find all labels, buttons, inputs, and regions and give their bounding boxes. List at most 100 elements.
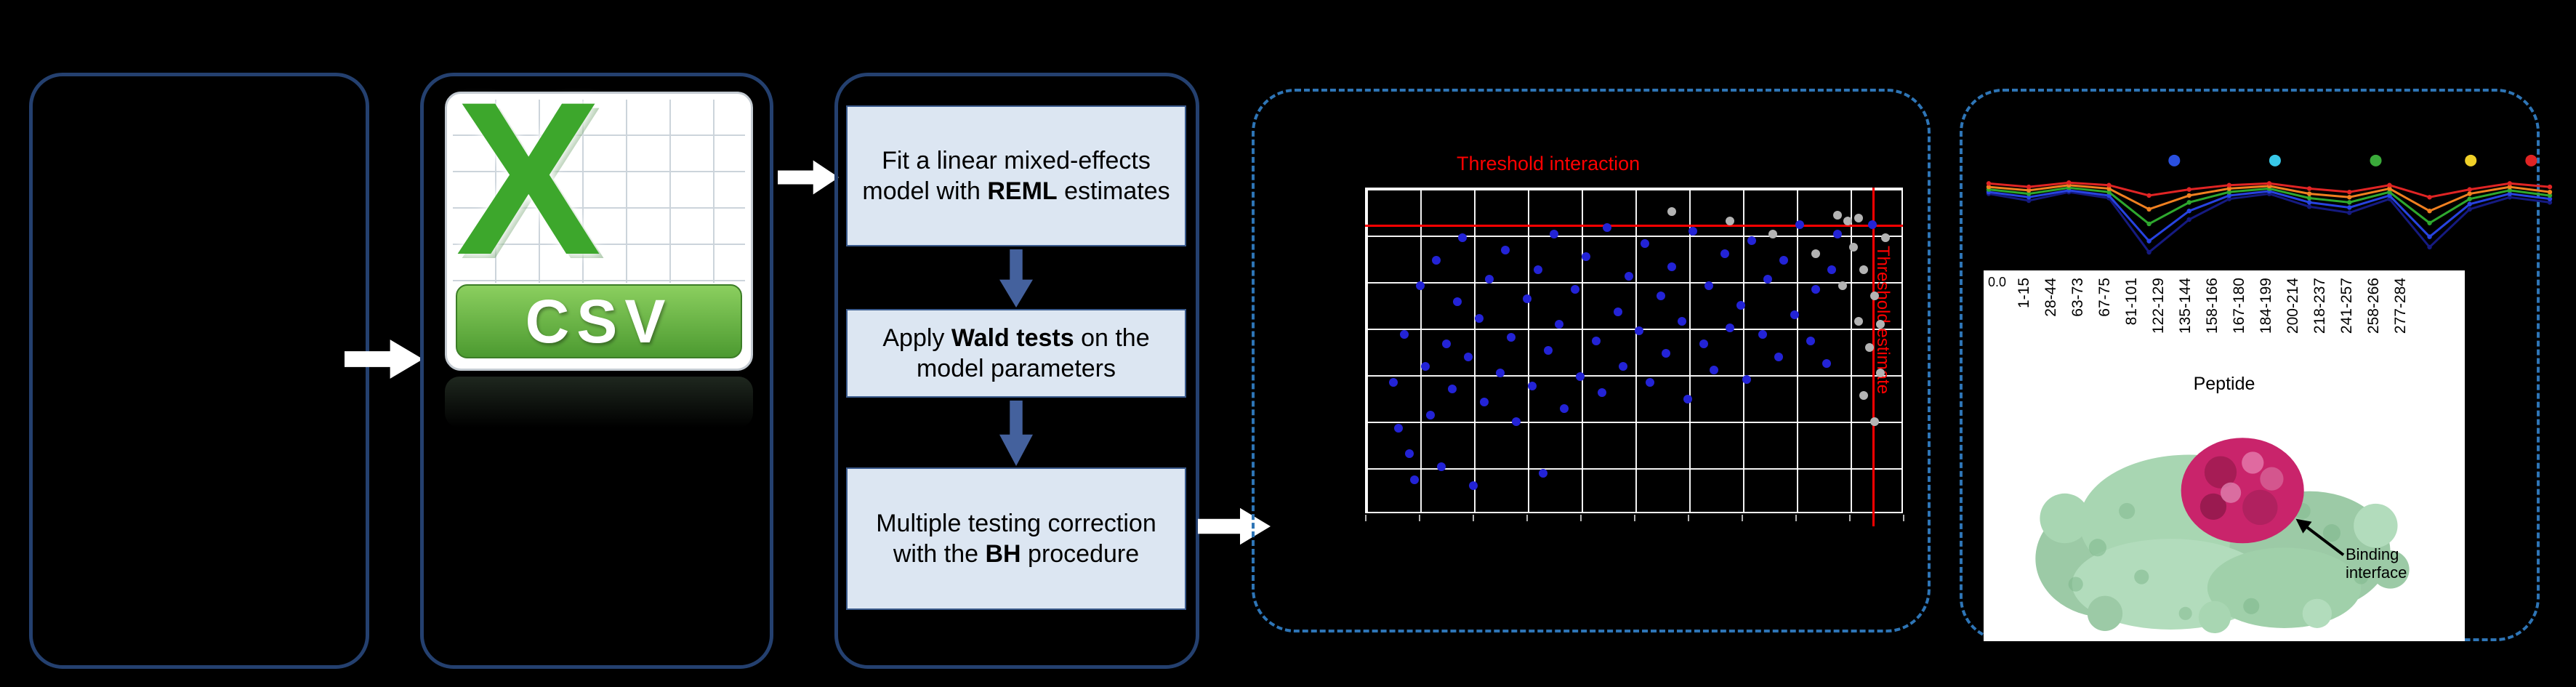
scatter-point-interaction-estimates-blue — [1479, 398, 1489, 407]
scatter-point-interaction-estimates-blue — [1453, 297, 1462, 307]
scatter-point-interaction-estimates-blue — [1704, 281, 1714, 291]
uptake-point — [2547, 193, 2553, 198]
scatter-point-non-significant-gray — [1854, 213, 1864, 222]
peptide-tick-label: 135-144 — [2177, 278, 2194, 334]
uptake-point — [2387, 189, 2392, 195]
uptake-point — [2026, 198, 2032, 204]
y-axis-tick-label: 0.0 — [1988, 275, 2007, 289]
uptake-point — [2347, 210, 2352, 215]
csv-icon-reflection — [445, 377, 753, 427]
scatter-point-non-significant-gray — [1726, 217, 1735, 226]
scatter-point-interaction-estimates-blue — [1688, 226, 1697, 236]
peptide-tick-label: 158-166 — [2204, 278, 2221, 334]
scatter-point-interaction-estimates-blue — [1640, 239, 1649, 249]
uptake-point — [2547, 184, 2553, 190]
scatter-point-interaction-estimates-blue — [1678, 317, 1687, 326]
threshold-line-vertical — [1872, 188, 1875, 526]
step-text-post: on the model parameters — [916, 324, 1150, 383]
excel-x-logo: X — [456, 56, 602, 300]
scatter-point-interaction-estimates-blue — [1394, 423, 1404, 433]
uptake-point — [2547, 189, 2553, 195]
uptake-point — [2306, 191, 2312, 196]
scatter-point-interaction-estimates-blue — [1779, 255, 1789, 265]
step-text-bold: REML — [987, 177, 1058, 205]
step-text-bold: Wald tests — [951, 324, 1074, 352]
scatter-point-non-significant-gray — [1880, 233, 1890, 242]
scatter-point-interaction-estimates-blue — [1597, 387, 1606, 397]
uptake-point — [2507, 188, 2513, 193]
scatter-point-interaction-estimates-blue — [1522, 294, 1531, 303]
threshold-line-horizontal — [1365, 224, 1903, 227]
scatter-point-interaction-estimates-blue — [1463, 352, 1473, 361]
scatter-point-interaction-estimates-blue — [1822, 358, 1831, 368]
scatter-point-interaction-estimates-blue — [1410, 475, 1420, 484]
uptake-point — [2106, 182, 2112, 188]
scatter-point-non-significant-gray — [1848, 242, 1858, 252]
scatter-points-layer — [1367, 189, 1901, 512]
uptake-point — [2547, 200, 2553, 205]
scatter-point-non-significant-gray — [1859, 265, 1869, 274]
scatter-point-non-significant-gray — [1768, 230, 1778, 239]
panel-input — [29, 73, 369, 669]
uptake-point — [2026, 184, 2032, 190]
uptake-point — [2306, 196, 2312, 201]
uptake-point — [2387, 193, 2392, 198]
scatter-point-interaction-estimates-blue — [1485, 275, 1494, 284]
scatter-point-interaction-estimates-blue — [1404, 449, 1414, 459]
uptake-point — [2026, 191, 2032, 196]
csv-banner-label: CSV — [456, 284, 742, 358]
uptake-point — [2387, 182, 2392, 188]
peptide-tick-label: 258-266 — [2365, 278, 2382, 334]
scatter-x-axis-ticks — [1365, 515, 1904, 523]
peptide-tick-label: 67-75 — [2096, 278, 2113, 317]
uptake-point — [2467, 187, 2472, 192]
peptide-tick-label: 241-257 — [2338, 278, 2355, 334]
peptide-tick-label: 63-73 — [2069, 278, 2086, 317]
x-tick-mark — [1742, 515, 1743, 521]
uptake-point — [2106, 186, 2112, 191]
scatter-point-interaction-estimates-blue — [1576, 371, 1585, 381]
scatter-point-non-significant-gray — [1811, 249, 1821, 258]
scatter-point-interaction-estimates-blue — [1683, 394, 1692, 403]
scatter-point-interaction-estimates-blue — [1603, 223, 1612, 233]
scatter-point-interaction-estimates-blue — [1538, 468, 1547, 478]
scatter-point-non-significant-gray — [1870, 291, 1880, 300]
uptake-point — [2026, 195, 2032, 200]
scatter-point-non-significant-gray — [1859, 391, 1869, 401]
uptake-point — [2507, 184, 2513, 190]
scatter-point-interaction-estimates-blue — [1549, 230, 1558, 239]
scatter-point-interaction-estimates-blue — [1747, 236, 1756, 246]
uptake-point — [2186, 217, 2191, 222]
uptake-point — [2146, 206, 2152, 212]
uptake-point — [2387, 186, 2392, 191]
uptake-point — [2146, 221, 2152, 227]
uptake-point — [2186, 209, 2191, 214]
scatter-point-interaction-estimates-blue — [1867, 220, 1877, 229]
scatter-point-interaction-estimates-blue — [1544, 346, 1553, 355]
peptide-tick-label: 277-284 — [2392, 278, 2409, 334]
x-tick-mark — [1688, 515, 1689, 521]
uptake-point — [2146, 249, 2152, 255]
scatter-point-interaction-estimates-blue — [1736, 300, 1746, 310]
uptake-point — [2066, 180, 2072, 185]
scatter-point-interaction-estimates-blue — [1624, 271, 1633, 281]
panel-threshold-scatter — [1252, 89, 1931, 632]
scatter-point-interaction-estimates-blue — [1710, 365, 1719, 374]
legend-dot — [2525, 154, 2537, 166]
scatter-point-non-significant-gray — [1870, 417, 1880, 426]
peptide-tick-label: 81-101 — [2123, 278, 2140, 326]
threshold-interaction-label: Threshold interaction — [1457, 153, 1641, 174]
legend-dot — [2269, 154, 2281, 166]
x-tick-mark — [1365, 515, 1367, 521]
peptide-tick-label: 200-214 — [2285, 278, 2301, 334]
step-text-pre: Multiple testing correction with the — [876, 509, 1156, 569]
scatter-point-non-significant-gray — [1854, 317, 1864, 326]
scatter-point-interaction-estimates-blue — [1496, 369, 1505, 378]
scatter-point-interaction-estimates-blue — [1592, 336, 1601, 345]
scatter-point-interaction-estimates-blue — [1635, 326, 1644, 336]
peptide-tick-label: 28-44 — [2042, 278, 2059, 317]
uptake-point — [2226, 182, 2232, 188]
uptake-point — [2186, 187, 2191, 192]
uptake-point — [2427, 234, 2432, 239]
